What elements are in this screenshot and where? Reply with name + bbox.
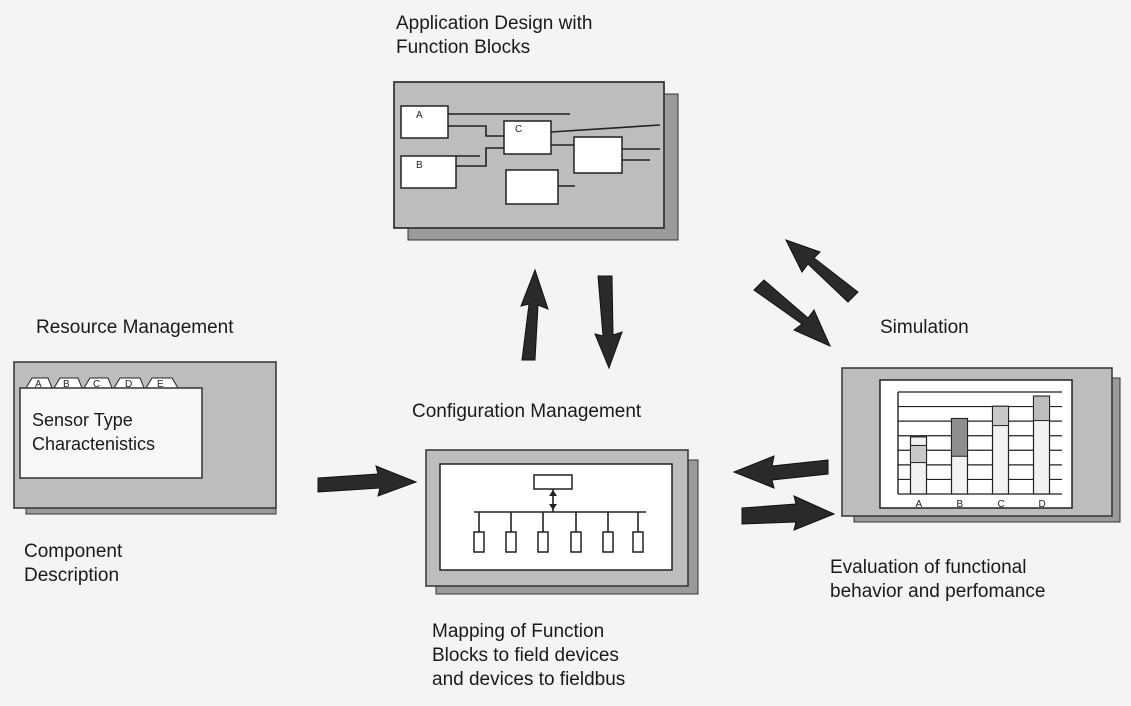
function-block-c	[503, 120, 552, 155]
function-block-b-label: B	[416, 160, 423, 171]
x-tick-label: A	[916, 499, 923, 510]
mapping-description-label: Mapping of Function Blocks to field devi…	[432, 621, 626, 690]
chart-tick-labels: A B C D	[916, 499, 1046, 510]
field-device	[570, 531, 582, 553]
bar-segment-d	[1033, 395, 1050, 422]
tab-a-label: A	[35, 379, 42, 390]
x-tick-label: D	[1039, 499, 1046, 510]
arrow-diagonal-up	[784, 239, 859, 303]
field-device	[505, 531, 517, 553]
resource-management-title: Resource Management	[36, 317, 234, 338]
simulation-panel: A B C D	[841, 367, 1121, 523]
arrow-up	[520, 268, 549, 361]
panel-frame	[393, 81, 665, 229]
arrow-resource-to-config	[317, 465, 418, 497]
arrow-config-to-simulation	[741, 495, 836, 531]
function-block-c-label: C	[515, 124, 522, 135]
bar-segment-b	[951, 418, 968, 457]
function-block-e	[505, 169, 559, 205]
function-block-a-label: A	[416, 110, 423, 121]
x-tick-label: B	[957, 499, 964, 510]
function-block-d	[573, 136, 623, 174]
configuration-management-panel	[425, 449, 699, 595]
field-device	[602, 531, 614, 553]
simulation-title: Simulation	[880, 317, 969, 338]
evaluation-description-label: Evaluation of functional behavior and pe…	[830, 557, 1046, 602]
field-device	[537, 531, 549, 553]
index-tabs: A B C D E	[25, 377, 179, 390]
sensor-type-text: Sensor Type Charactenistics	[32, 410, 156, 454]
tab-d-label: D	[125, 379, 132, 390]
component-description-label: Component Description	[24, 541, 123, 586]
app-design-title: Application Design with Function Blocks	[396, 13, 593, 58]
arrow-down	[594, 275, 623, 370]
arrows	[317, 239, 859, 531]
tab-b-label: B	[63, 379, 70, 390]
sensor-type-card	[19, 387, 203, 479]
function-block-a	[400, 105, 449, 139]
application-design-panel: A B C	[393, 81, 679, 241]
controller-block	[533, 474, 573, 490]
configuration-management-title: Configuration Management	[412, 401, 642, 422]
tab-c-label: C	[93, 379, 100, 390]
resource-management-panel: A B C D E	[13, 361, 277, 515]
arrow-diagonal-down	[753, 279, 831, 347]
bar-segment-c	[992, 405, 1009, 427]
function-block-b	[400, 155, 457, 189]
field-device	[632, 531, 644, 553]
tab-e-label: E	[157, 379, 164, 390]
x-tick-label: C	[998, 499, 1005, 510]
field-device	[473, 531, 485, 553]
chart-bars	[909, 395, 1051, 495]
field-devices	[473, 512, 644, 553]
bar-segment-a	[910, 444, 927, 464]
arrow-simulation-to-config	[732, 455, 829, 489]
